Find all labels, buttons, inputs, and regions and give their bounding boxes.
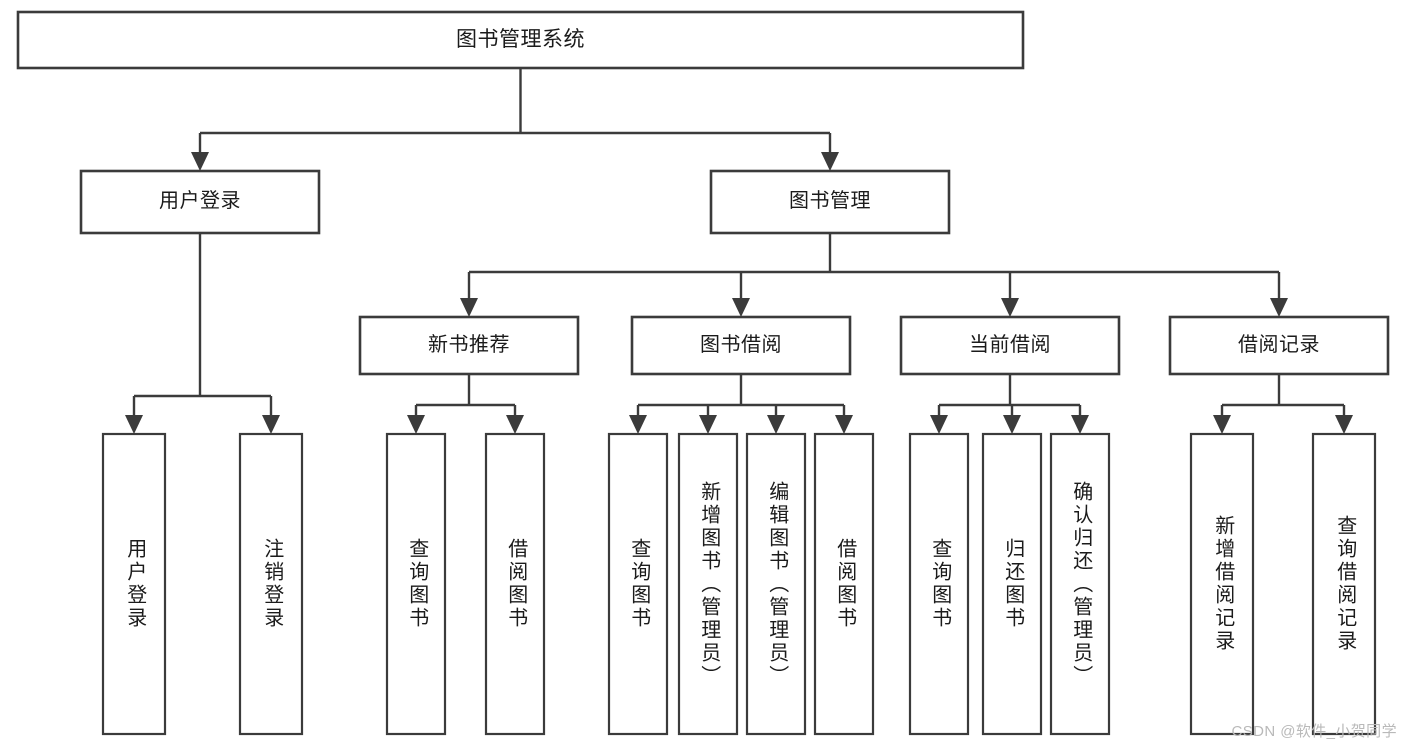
node-box-new-book-recommend[interactable] xyxy=(358,315,580,376)
watermark-text: CSDN @软件_小贺同学 xyxy=(1231,723,1397,740)
node-box-user-login[interactable] xyxy=(79,169,321,235)
arrowhead-leaf-query-book-cur xyxy=(930,415,948,434)
node-box-leaf-query-book-cur[interactable] xyxy=(908,432,970,736)
arrowhead-leaf-user-logout xyxy=(262,415,280,434)
arrowhead-leaf-edit-book xyxy=(767,415,785,434)
node-box-leaf-borrow-book[interactable] xyxy=(813,432,875,736)
arrowhead-leaf-query-record xyxy=(1335,415,1353,434)
node-box-leaf-edit-book[interactable] xyxy=(745,432,807,736)
node-box-leaf-query-book-rec[interactable] xyxy=(385,432,447,736)
arrowhead-user-login xyxy=(191,152,209,171)
arrowhead-leaf-query-book-borrow xyxy=(629,415,647,434)
node-box-leaf-confirm-return[interactable] xyxy=(1049,432,1111,736)
arrowhead-leaf-query-book-rec xyxy=(407,415,425,434)
node-box-borrow-record[interactable] xyxy=(1168,315,1390,376)
node-box-leaf-borrow-book-rec[interactable] xyxy=(484,432,546,736)
arrowhead-borrow-record xyxy=(1270,298,1288,317)
node-box-root[interactable] xyxy=(16,10,1025,70)
node-box-leaf-user-login[interactable] xyxy=(101,432,167,736)
arrowhead-leaf-confirm-return xyxy=(1071,415,1089,434)
arrowhead-leaf-add-book xyxy=(699,415,717,434)
node-boxes-group xyxy=(16,10,1390,736)
node-box-leaf-query-record[interactable] xyxy=(1311,432,1377,736)
arrowhead-book-manage xyxy=(821,152,839,171)
arrowhead-leaf-borrow-book-rec xyxy=(506,415,524,434)
node-box-leaf-add-book[interactable] xyxy=(677,432,739,736)
arrowhead-new-book-recommend xyxy=(460,298,478,317)
arrowhead-leaf-borrow-book xyxy=(835,415,853,434)
node-box-current-borrow[interactable] xyxy=(899,315,1121,376)
arrowhead-current-borrow xyxy=(1001,298,1019,317)
node-box-leaf-query-book-borrow[interactable] xyxy=(607,432,669,736)
node-box-leaf-add-record[interactable] xyxy=(1189,432,1255,736)
arrowhead-leaf-return-book xyxy=(1003,415,1021,434)
node-box-book-borrow[interactable] xyxy=(630,315,852,376)
arrowhead-book-borrow xyxy=(732,298,750,317)
node-box-leaf-return-book[interactable] xyxy=(981,432,1043,736)
arrowhead-leaf-add-record xyxy=(1213,415,1231,434)
node-box-leaf-user-logout[interactable] xyxy=(238,432,304,736)
connectors-group xyxy=(125,68,1353,434)
node-box-book-manage[interactable] xyxy=(709,169,951,235)
arrowhead-leaf-user-login xyxy=(125,415,143,434)
